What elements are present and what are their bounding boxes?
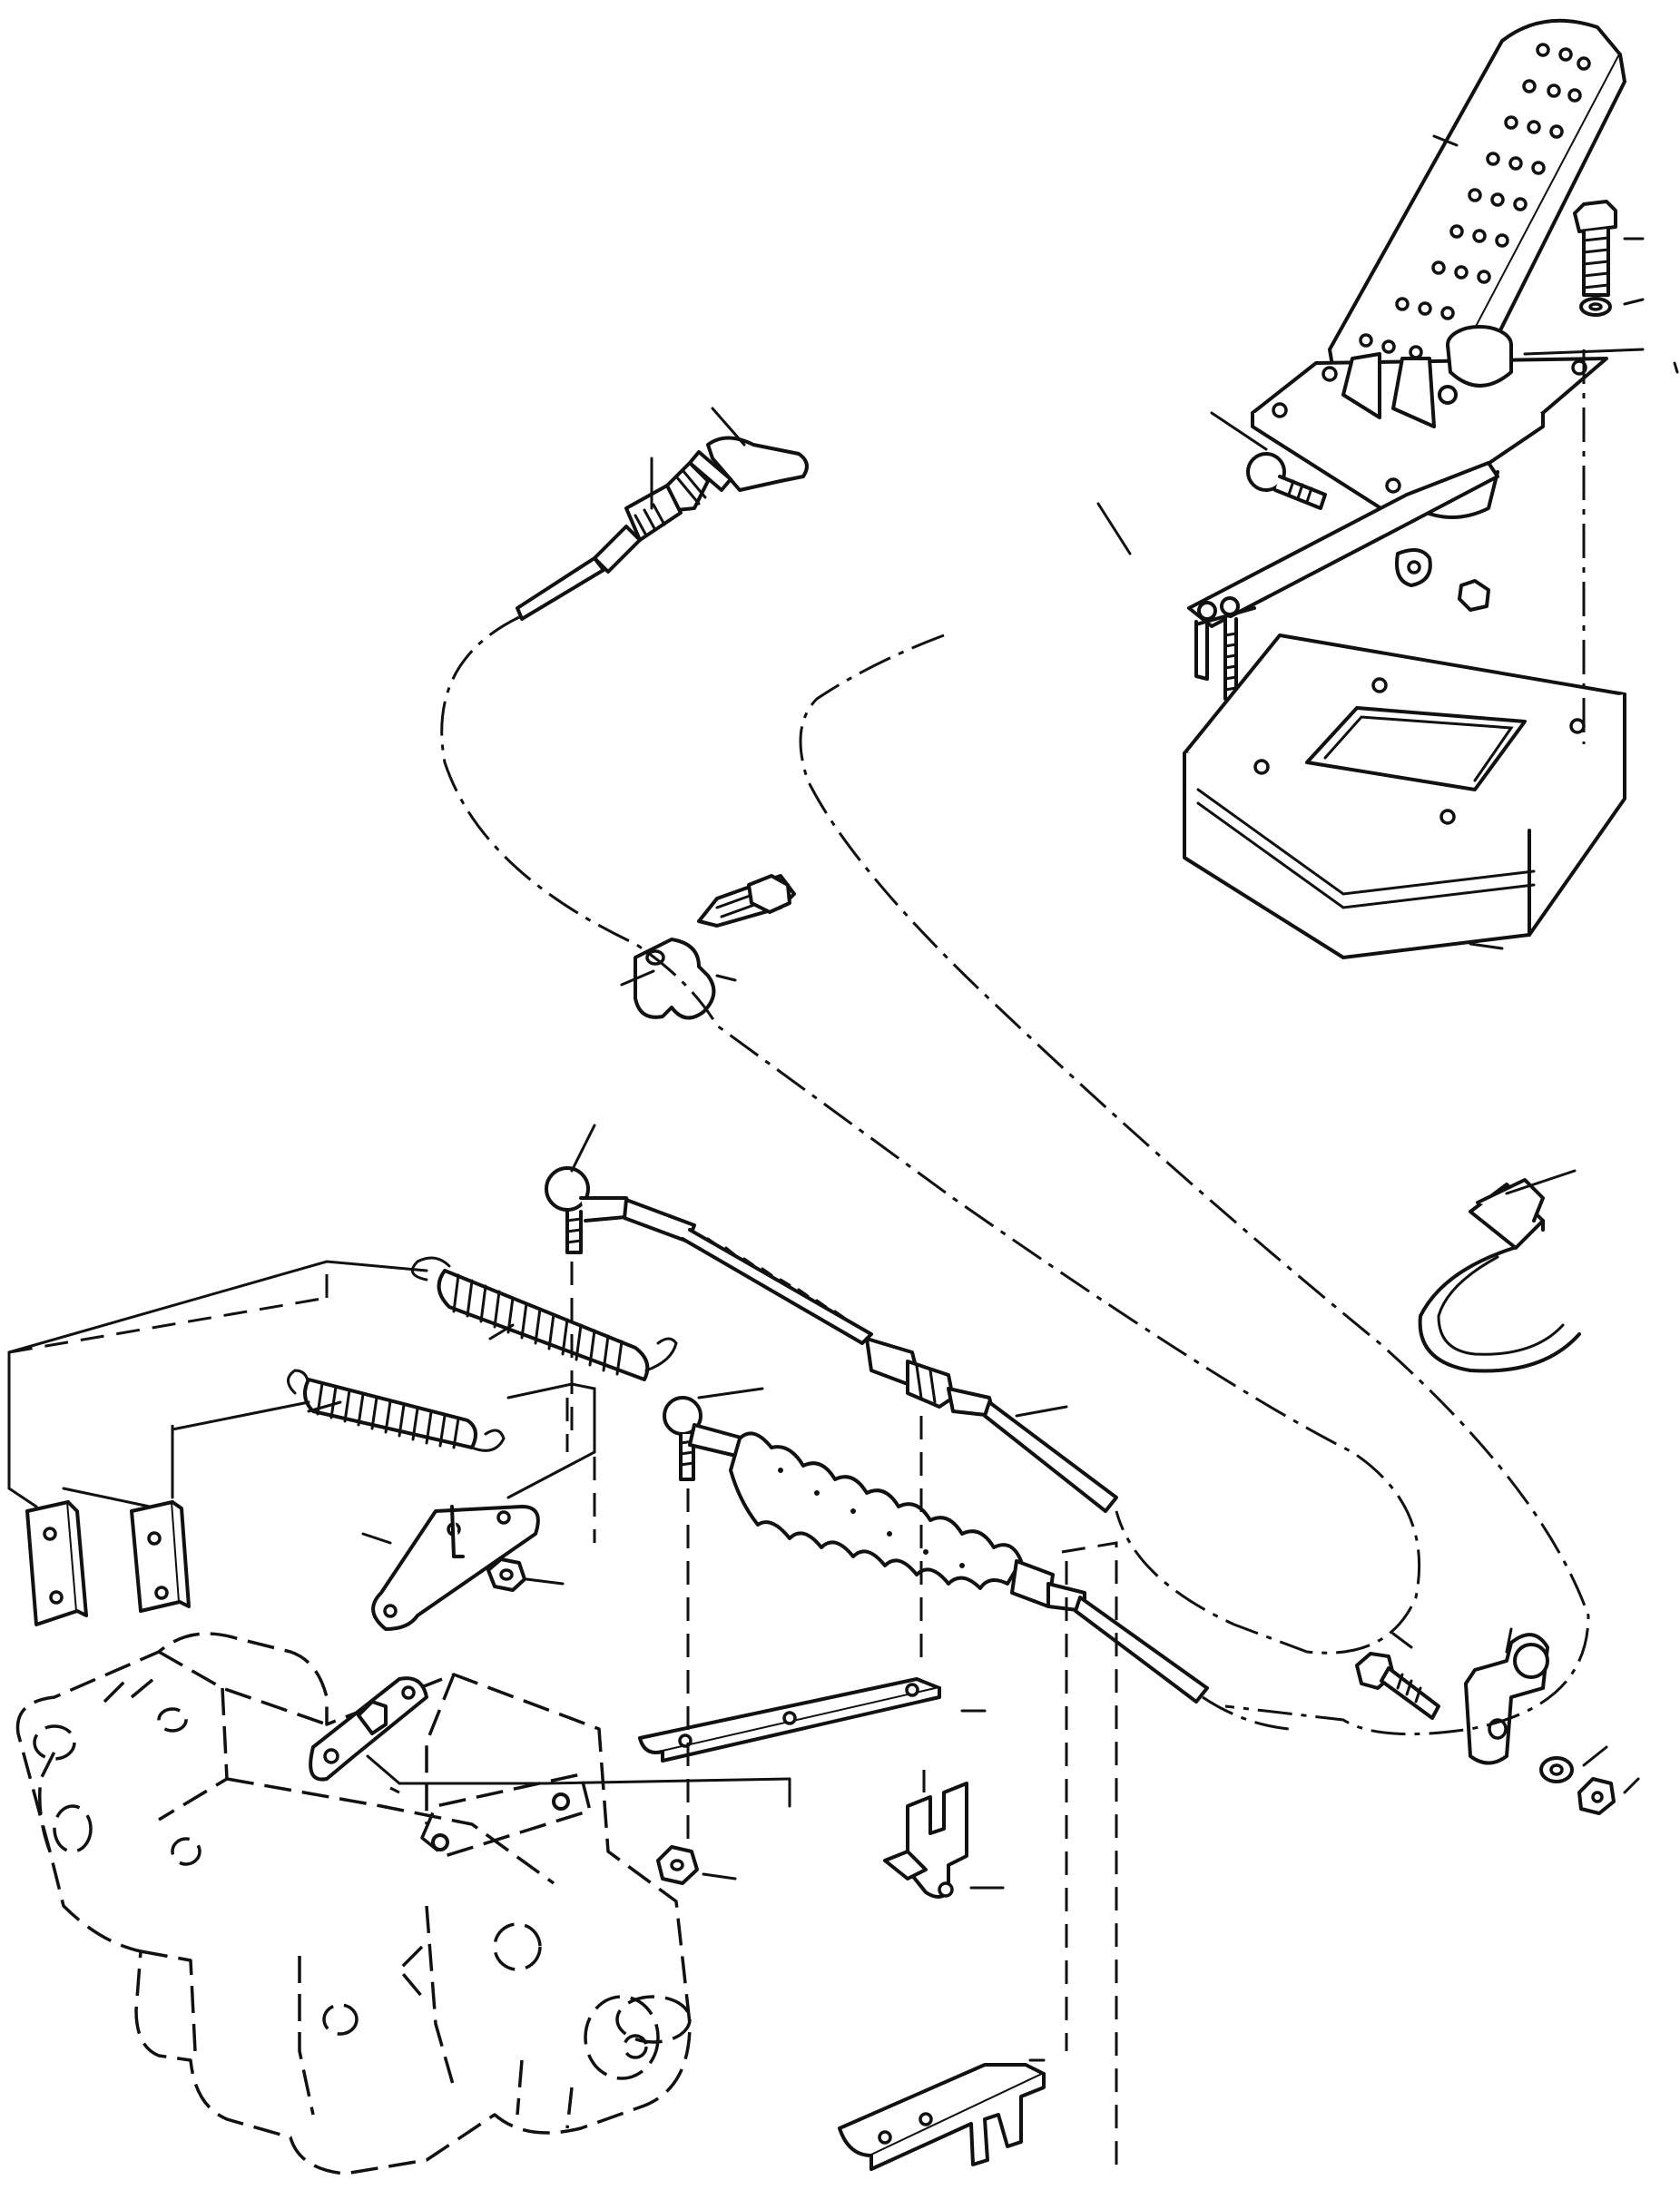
pedal-tread-pattern	[1359, 43, 1591, 359]
callout-leaders	[307, 134, 1645, 2062]
part-group-lines	[7, 1260, 791, 1808]
spacer-plate-middle	[130, 1500, 191, 1613]
slotted-bracket	[883, 1782, 968, 1899]
slotted-bracket-lower	[838, 2063, 1046, 2171]
edge-mark	[1673, 361, 1679, 374]
pump-bracket-plate	[420, 1773, 592, 1858]
injection-pump-outline	[15, 1632, 692, 2175]
return-spring-lower	[287, 1369, 506, 1452]
pedal-mount-bolt	[1573, 200, 1617, 317]
pedal-lever-arm	[1187, 461, 1499, 702]
accelerator-pedal	[1251, 18, 1626, 524]
return-spring-upper	[410, 1256, 678, 1381]
nut-center	[656, 1845, 699, 1885]
cable-routing-lines	[440, 349, 1590, 1736]
mounting-strap	[638, 1677, 941, 1763]
throttle-cable	[663, 1396, 1209, 1704]
stop-cable	[545, 1166, 1118, 1513]
hand-throttle-knob	[516, 436, 809, 621]
spacer-plate-left	[25, 1500, 88, 1626]
cable-clip-bracket	[634, 874, 796, 1020]
hose-clamp	[1418, 1178, 1581, 1373]
cable-mounting-bracket-right	[1355, 1633, 1616, 1815]
cable-ball-joint-upper	[1246, 452, 1327, 510]
link-plate	[371, 1505, 540, 1631]
nut-left	[486, 1557, 526, 1592]
pump-lever	[309, 1676, 428, 1782]
pedal-mount-box	[1183, 633, 1626, 959]
